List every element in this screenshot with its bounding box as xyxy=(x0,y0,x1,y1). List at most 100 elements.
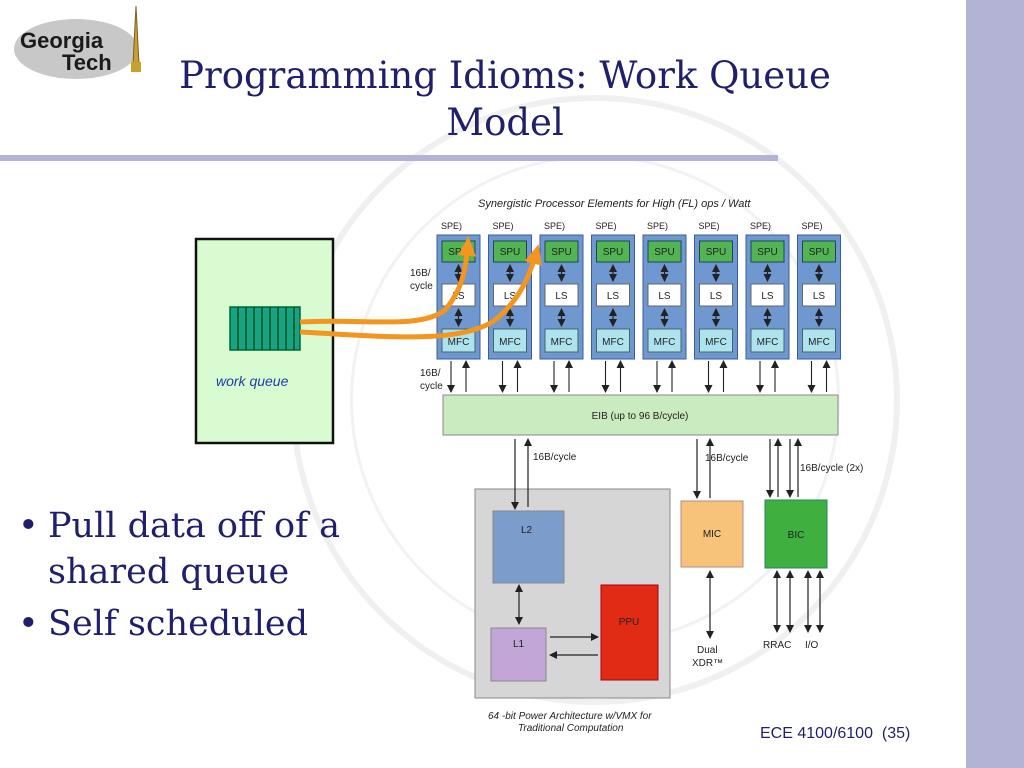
spe-label: SPE) xyxy=(596,221,617,231)
l1-cache xyxy=(490,627,547,682)
bw-mid-label-1: 16B/ xyxy=(420,368,441,379)
footer-page: (35) xyxy=(881,725,911,742)
work-queue-icon xyxy=(229,306,301,351)
spe-label: SPE) xyxy=(750,221,771,231)
logo-line2: Tech xyxy=(62,50,112,75)
mfc-block xyxy=(493,328,527,353)
footer-course: ECE 4100/6100 xyxy=(760,725,873,742)
spe-column: SPE) SPU LS MFC xyxy=(745,221,790,393)
xdr-label: XDR™ xyxy=(692,658,723,669)
title-line-1: Programming Idioms: Work Queue xyxy=(179,54,831,97)
l2-label: L2 xyxy=(521,525,533,536)
spe-label: SPE) xyxy=(493,221,514,231)
logo-line1: Georgia xyxy=(20,28,104,53)
spe-label: SPE) xyxy=(441,221,462,231)
bw-mic-label: 16B/cycle xyxy=(705,453,749,464)
ls-label: LS xyxy=(607,291,620,302)
mfc-block xyxy=(544,328,579,353)
bullet-list: Pull data off of a shared queue Self sch… xyxy=(18,503,408,647)
ls-block xyxy=(647,283,682,307)
ppu-label: PPU xyxy=(619,617,640,628)
queue-to-spe3-arrow xyxy=(299,244,542,340)
mfc-block xyxy=(699,328,733,353)
mfc-block xyxy=(750,328,785,353)
cell-processor-diagram: work queue Synergistic Processor Element… xyxy=(194,198,863,734)
spe-label: SPE) xyxy=(647,221,668,231)
rrac-label: RRAC xyxy=(763,640,791,651)
spe-label: SPE) xyxy=(802,221,823,231)
spe-group: SPE)SPULSMFCSPE)SPULSMFCSPE)SPULSMFCSPE)… xyxy=(436,221,841,393)
ppe-caption-2: Traditional Computation xyxy=(518,723,624,734)
slide-title: Programming Idioms: Work Queue Model xyxy=(135,52,875,146)
ls-block xyxy=(802,283,836,307)
spe-column: SPE) SPU LS MFC xyxy=(591,221,635,393)
ls-label: LS xyxy=(813,291,826,302)
bw-bic-label: 16B/cycle (2x) xyxy=(800,463,863,474)
spe-column: SPE) SPU LS MFC xyxy=(797,221,841,393)
dual-label: Dual xyxy=(697,645,718,656)
bw-top-label-2: cycle xyxy=(410,281,433,292)
mfc-label: MFC xyxy=(808,337,830,348)
bw-mid-label-2: cycle xyxy=(420,381,443,392)
georgia-tech-logo: Georgia Tech xyxy=(14,5,141,79)
spe-column: SPE) SPU LS MFC xyxy=(642,221,687,393)
title-rule xyxy=(0,155,778,161)
spe-label: SPE) xyxy=(544,221,565,231)
spu-block xyxy=(750,240,785,263)
mic-label: MIC xyxy=(703,529,721,540)
bullet-item-2: Self scheduled xyxy=(18,601,408,647)
mfc-block xyxy=(802,328,836,353)
mfc-label: MFC xyxy=(705,337,727,348)
spu-label: SPU xyxy=(551,247,572,258)
ls-label: LS xyxy=(710,291,723,302)
mfc-block xyxy=(596,328,630,353)
spu-label: SPU xyxy=(654,247,675,258)
spu-label: SPU xyxy=(500,247,521,258)
spe-column: SPE) SPU LS MFC xyxy=(694,221,738,393)
slide-footer: ECE 4100/6100 (35) xyxy=(760,725,910,743)
spu-block xyxy=(647,240,682,263)
spu-block xyxy=(544,240,579,263)
io-label: I/O xyxy=(805,640,819,651)
spu-block xyxy=(596,240,630,263)
bic-label: BIC xyxy=(788,530,805,541)
ls-block xyxy=(750,283,785,307)
mfc-block xyxy=(647,328,682,353)
mfc-label: MFC xyxy=(654,337,676,348)
spe-label: SPE) xyxy=(699,221,720,231)
bullet-item-1: Pull data off of a shared queue xyxy=(18,503,408,595)
bw-top-label-1: 16B/ xyxy=(410,268,431,279)
spe-header: Synergistic Processor Elements for High … xyxy=(478,198,751,210)
queue-to-spe1-arrow xyxy=(299,236,476,325)
ls-label: LS xyxy=(658,291,671,302)
mfc-label: MFC xyxy=(551,337,573,348)
bic-block xyxy=(764,499,828,569)
mfc-label: MFC xyxy=(602,337,624,348)
ppu-block xyxy=(600,584,659,681)
spu-block xyxy=(802,240,836,263)
spu-label: SPU xyxy=(809,247,830,258)
ls-label: LS xyxy=(555,291,568,302)
spu-block xyxy=(699,240,733,263)
ls-block xyxy=(596,283,630,307)
spu-label: SPU xyxy=(757,247,778,258)
ls-label: LS xyxy=(504,291,517,302)
ls-label: LS xyxy=(761,291,774,302)
spe-column: SPE) SPU LS MFC xyxy=(539,221,584,393)
ppe-caption-1: 64 -bit Power Architecture w/VMX for xyxy=(488,711,652,722)
mfc-label: MFC xyxy=(757,337,779,348)
title-line-2: Model xyxy=(446,101,564,144)
spu-label: SPU xyxy=(603,247,624,258)
work-queue-label: work queue xyxy=(216,373,289,389)
ls-label: LS xyxy=(452,291,465,302)
eib-bus xyxy=(442,394,839,436)
spu-label: SPU xyxy=(706,247,727,258)
l2-cache xyxy=(492,510,565,584)
bw-ppe-label: 16B/cycle xyxy=(533,452,577,463)
ls-block xyxy=(699,283,733,307)
eib-label: EIB (up to 96 B/cycle) xyxy=(592,411,689,422)
mic-block xyxy=(680,500,744,568)
side-stripe xyxy=(966,0,1024,768)
mfc-label: MFC xyxy=(448,337,470,348)
